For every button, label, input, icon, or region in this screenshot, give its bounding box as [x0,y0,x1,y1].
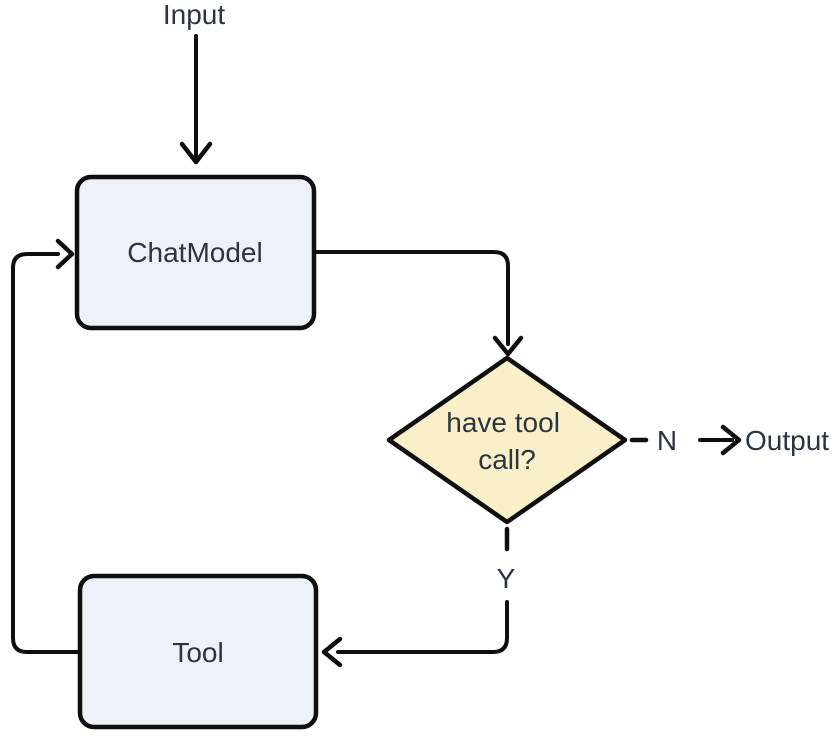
arrowhead-down-icon [492,335,524,357]
decision-node [386,355,628,525]
chatmodel-node [74,174,317,331]
arrowhead-right-icon [720,424,742,456]
chatmodel-label: ChatModel [127,237,262,268]
edge-yes-label: Y [497,563,516,594]
tool-node [77,573,319,730]
decision-label-line1: have tool [446,407,560,438]
decision-label-line2: call? [478,444,536,475]
tool-label: Tool [172,637,223,668]
output-label: Output [745,425,829,456]
edge-tool-to-chatmodel [11,252,80,654]
arrowhead-right-icon [55,238,75,270]
edge-layer [11,34,742,730]
decision-label: have tool call? [446,407,567,475]
label-layer: Input ChatModel have tool call? N Output… [127,0,829,668]
edge-decision-yes-path [336,600,509,654]
input-label: Input [163,0,225,30]
edge-no-label: N [657,425,677,456]
arrowhead-down-icon [179,141,213,165]
arrowhead-left-icon [321,636,343,668]
edge-chatmodel-to-decision [314,250,510,346]
